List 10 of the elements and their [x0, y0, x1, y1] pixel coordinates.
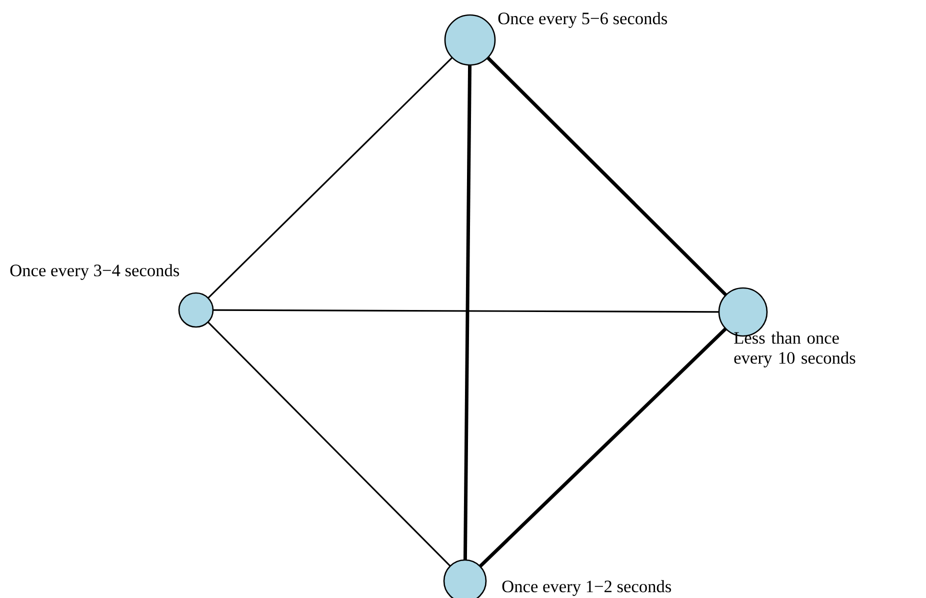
node-caption: Once every 3−4 seconds [10, 264, 180, 280]
connector-line [478, 327, 727, 568]
node-caption: Less than once every 10 seconds [734, 332, 856, 368]
node-caption: Once every 1−2 seconds [502, 580, 672, 596]
connector-line [208, 56, 453, 299]
connector-line [207, 322, 451, 567]
connector-line [213, 309, 719, 313]
node-caption: Once every 5−6 seconds [498, 12, 668, 28]
connector-line [463, 64, 472, 560]
connector-line [486, 56, 728, 296]
